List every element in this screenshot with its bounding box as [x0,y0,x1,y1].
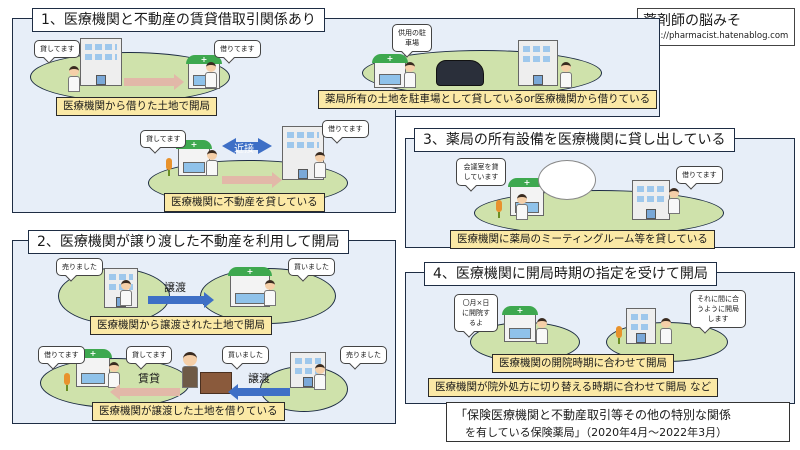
pharmacist-figure [404,62,416,88]
pharmacy-building: + [372,54,408,88]
hospital-building [518,40,558,86]
bubble-bought-2: 買いました [222,346,269,364]
section-1-title: 1、医療機関と不動産の賃貸借取引関係あり [32,8,325,32]
bubble-borrow-1: 借りてます [214,40,261,58]
s4-caption-1: 医療機関の開院時期に合わせて開局 [492,354,674,373]
plant-icon [166,158,172,176]
meeting-illustration [538,160,596,200]
bubble-lend-1: 貸してます [34,40,81,58]
bubble-borrow: 借りてます [38,346,85,364]
lease-arrow [124,74,184,90]
transfer-label: 譲渡 [248,372,270,385]
bubble-borrow-2: 借りてます [322,120,369,138]
bubble-lend: 貸してます [126,346,173,364]
footer-box: 「保険医療機関と不動産取引等その他の特別な関係 を有している保険薬局」（2020… [446,402,790,442]
bubble-borrow: 借りてます [676,166,723,184]
lease-label: 賃貸 [138,372,160,385]
plant-icon [496,200,502,218]
transfer-label: 譲渡 [164,281,186,294]
s1-caption-1: 医療機関から借りた土地で開局 [56,97,217,116]
car-icon [436,60,484,86]
bubble-room: 会議室を貸しています [456,158,506,186]
pharmacy-building: + [176,140,212,176]
brand-url: http://pharmacist.hatenablog.com [643,31,789,41]
pharmacy-building: + [502,306,538,342]
section-2-title: 2、医療機関が譲り渡した不動産を利用して開局 [28,230,349,254]
hospital-building [80,38,122,86]
brand-box: 薬剤師の脳みそ http://pharmacist.hatenablog.com [637,8,795,46]
near-double-arrow [222,138,272,154]
brand-title: 薬剤師の脳みそ [643,13,741,29]
s1-caption-2: 薬局所有の土地を駐車場として貸しているor医療機関から借りている [318,90,658,109]
pharmacist-figure [206,150,218,176]
transfer-arrow [228,384,290,400]
section-4-title: 4、医療機関に開局時期の指定を受けて開局 [424,262,717,286]
s1-caption-3: 医療機関に不動産を貸している [164,193,325,212]
section-3-title: 3、薬局の所有設備を医療機関に貸し出している [414,128,735,152]
landlord-figure [182,352,198,388]
footer-line-1: 「保険医療機関と不動産取引等その他の特別な関係 [455,408,732,422]
bubble-lend-2: 貸してます [140,130,187,148]
house-icon [200,372,232,394]
plant-icon [64,373,70,391]
pharmacist-figure [536,318,548,344]
doctor-figure [560,62,572,88]
pharmacist-figure [264,280,276,306]
doctor-figure [314,364,326,390]
s3-caption: 医療機関に薬局のミーティングルーム等を貸している [450,230,715,249]
pharmacist-figure [205,62,217,88]
hospital-building [632,180,670,220]
doctor-figure [314,152,326,178]
bubble-sold-1: 売りました [56,258,103,276]
doctor-figure [68,66,80,92]
pharmacist-figure [516,194,528,220]
bubble-bought-1: 買いました [288,258,335,276]
s2-caption-2: 医療機関が譲渡した土地を借りている [92,402,285,421]
s4-caption-2: 医療機関が院外処方に切り替える時期に合わせて開局 など [428,378,719,397]
lease-arrow [222,172,282,188]
s2-caption-1: 医療機関から譲渡された土地で開局 [90,316,272,335]
doctor-figure [668,188,680,214]
near-label: 近接 [234,144,254,155]
bubble-date: 〇月×日に開院するよ [454,294,498,332]
doctor-figure [120,280,132,306]
footer-line-2: を有している保険薬局」（2020年4月〜2022年3月） [465,426,728,439]
lease-arrow [110,384,180,400]
transfer-arrow [148,292,214,308]
hospital-building [626,308,656,344]
doctor-figure [660,318,672,344]
bubble-match: それに間に合うように開局します [690,290,746,328]
plant-icon [616,326,622,344]
bubble-sold-2: 売りました [340,346,387,364]
bubble-parking: 供用の駐車場 [392,24,432,52]
